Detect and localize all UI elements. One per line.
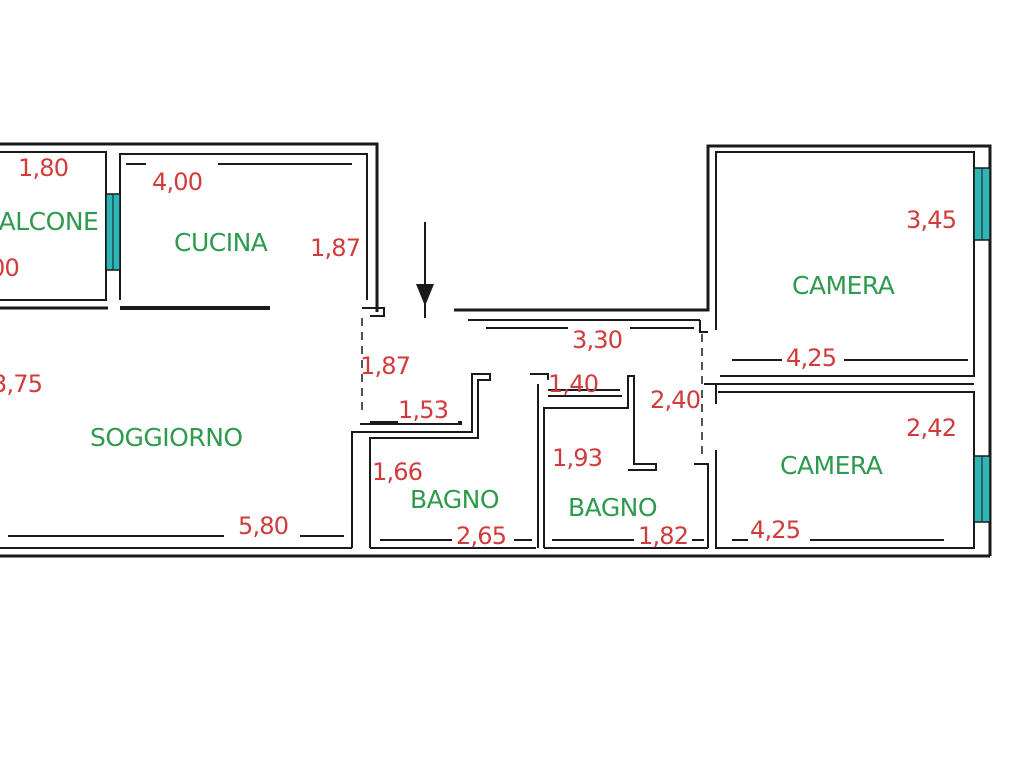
wall-door-jamb2	[530, 373, 549, 380]
dimension-soggiorno-width: 5,80	[238, 512, 288, 540]
dimension-balcone-width: 1,80	[18, 154, 68, 182]
dimension-cucina-depth: 1,87	[310, 234, 360, 262]
wall-soggiorno-right	[351, 431, 360, 548]
room-label-balcone: BALCONE	[0, 207, 98, 236]
room-label-bagno-1: BAGNO	[410, 485, 499, 514]
dimension-camera2-depth: 2,42	[906, 414, 956, 442]
wall-corridor-jamb	[699, 320, 708, 333]
wall-camera1	[715, 151, 975, 377]
dimension-cucina-width: 4,00	[152, 168, 202, 196]
wall-bagno1	[360, 373, 491, 548]
dimension-bagno2-depth: 1,93	[552, 444, 602, 472]
room-label-bagno-2: BAGNO	[568, 493, 657, 522]
wall-top-left	[0, 142, 379, 312]
dimension-soggiorno-depth: 3,75	[0, 370, 42, 398]
dimension-ingresso-width: 1,53	[398, 396, 448, 424]
dimension-balcone-depth: 00	[0, 254, 19, 282]
room-label-cucina: CUCINA	[174, 228, 268, 257]
wall-camera2-jamb	[694, 463, 709, 548]
dimension-camera1-width: 4,25	[786, 344, 836, 372]
dimension-bagno2-width: 1,82	[638, 522, 688, 550]
dimension-bagno1-depth: 1,66	[372, 458, 422, 486]
room-label-soggiorno: SOGGIORNO	[90, 423, 243, 452]
wall-bagno2	[543, 375, 657, 548]
wall-right-outer	[454, 144, 992, 556]
wall-door-jamb	[362, 307, 385, 317]
dimension-corridoio-width: 2,40	[650, 386, 700, 414]
dimension-ingresso-depth: 1,87	[360, 352, 410, 380]
arrow-down-icon	[416, 222, 434, 318]
dimension-camera2-width: 4,25	[750, 516, 800, 544]
wall-camera2	[715, 391, 975, 549]
dimension-bagno1-width: 2,65	[456, 522, 506, 550]
dimension-camera1-depth: 3,45	[906, 206, 956, 234]
dimension-disimpegno-width: 1,40	[548, 370, 598, 398]
room-label-camera-2: CAMERA	[780, 451, 883, 480]
room-label-camera-1: CAMERA	[792, 271, 895, 300]
dimension-corridoio-length: 3,30	[572, 326, 622, 354]
walls	[0, 142, 992, 558]
dimension-lines	[8, 151, 968, 541]
